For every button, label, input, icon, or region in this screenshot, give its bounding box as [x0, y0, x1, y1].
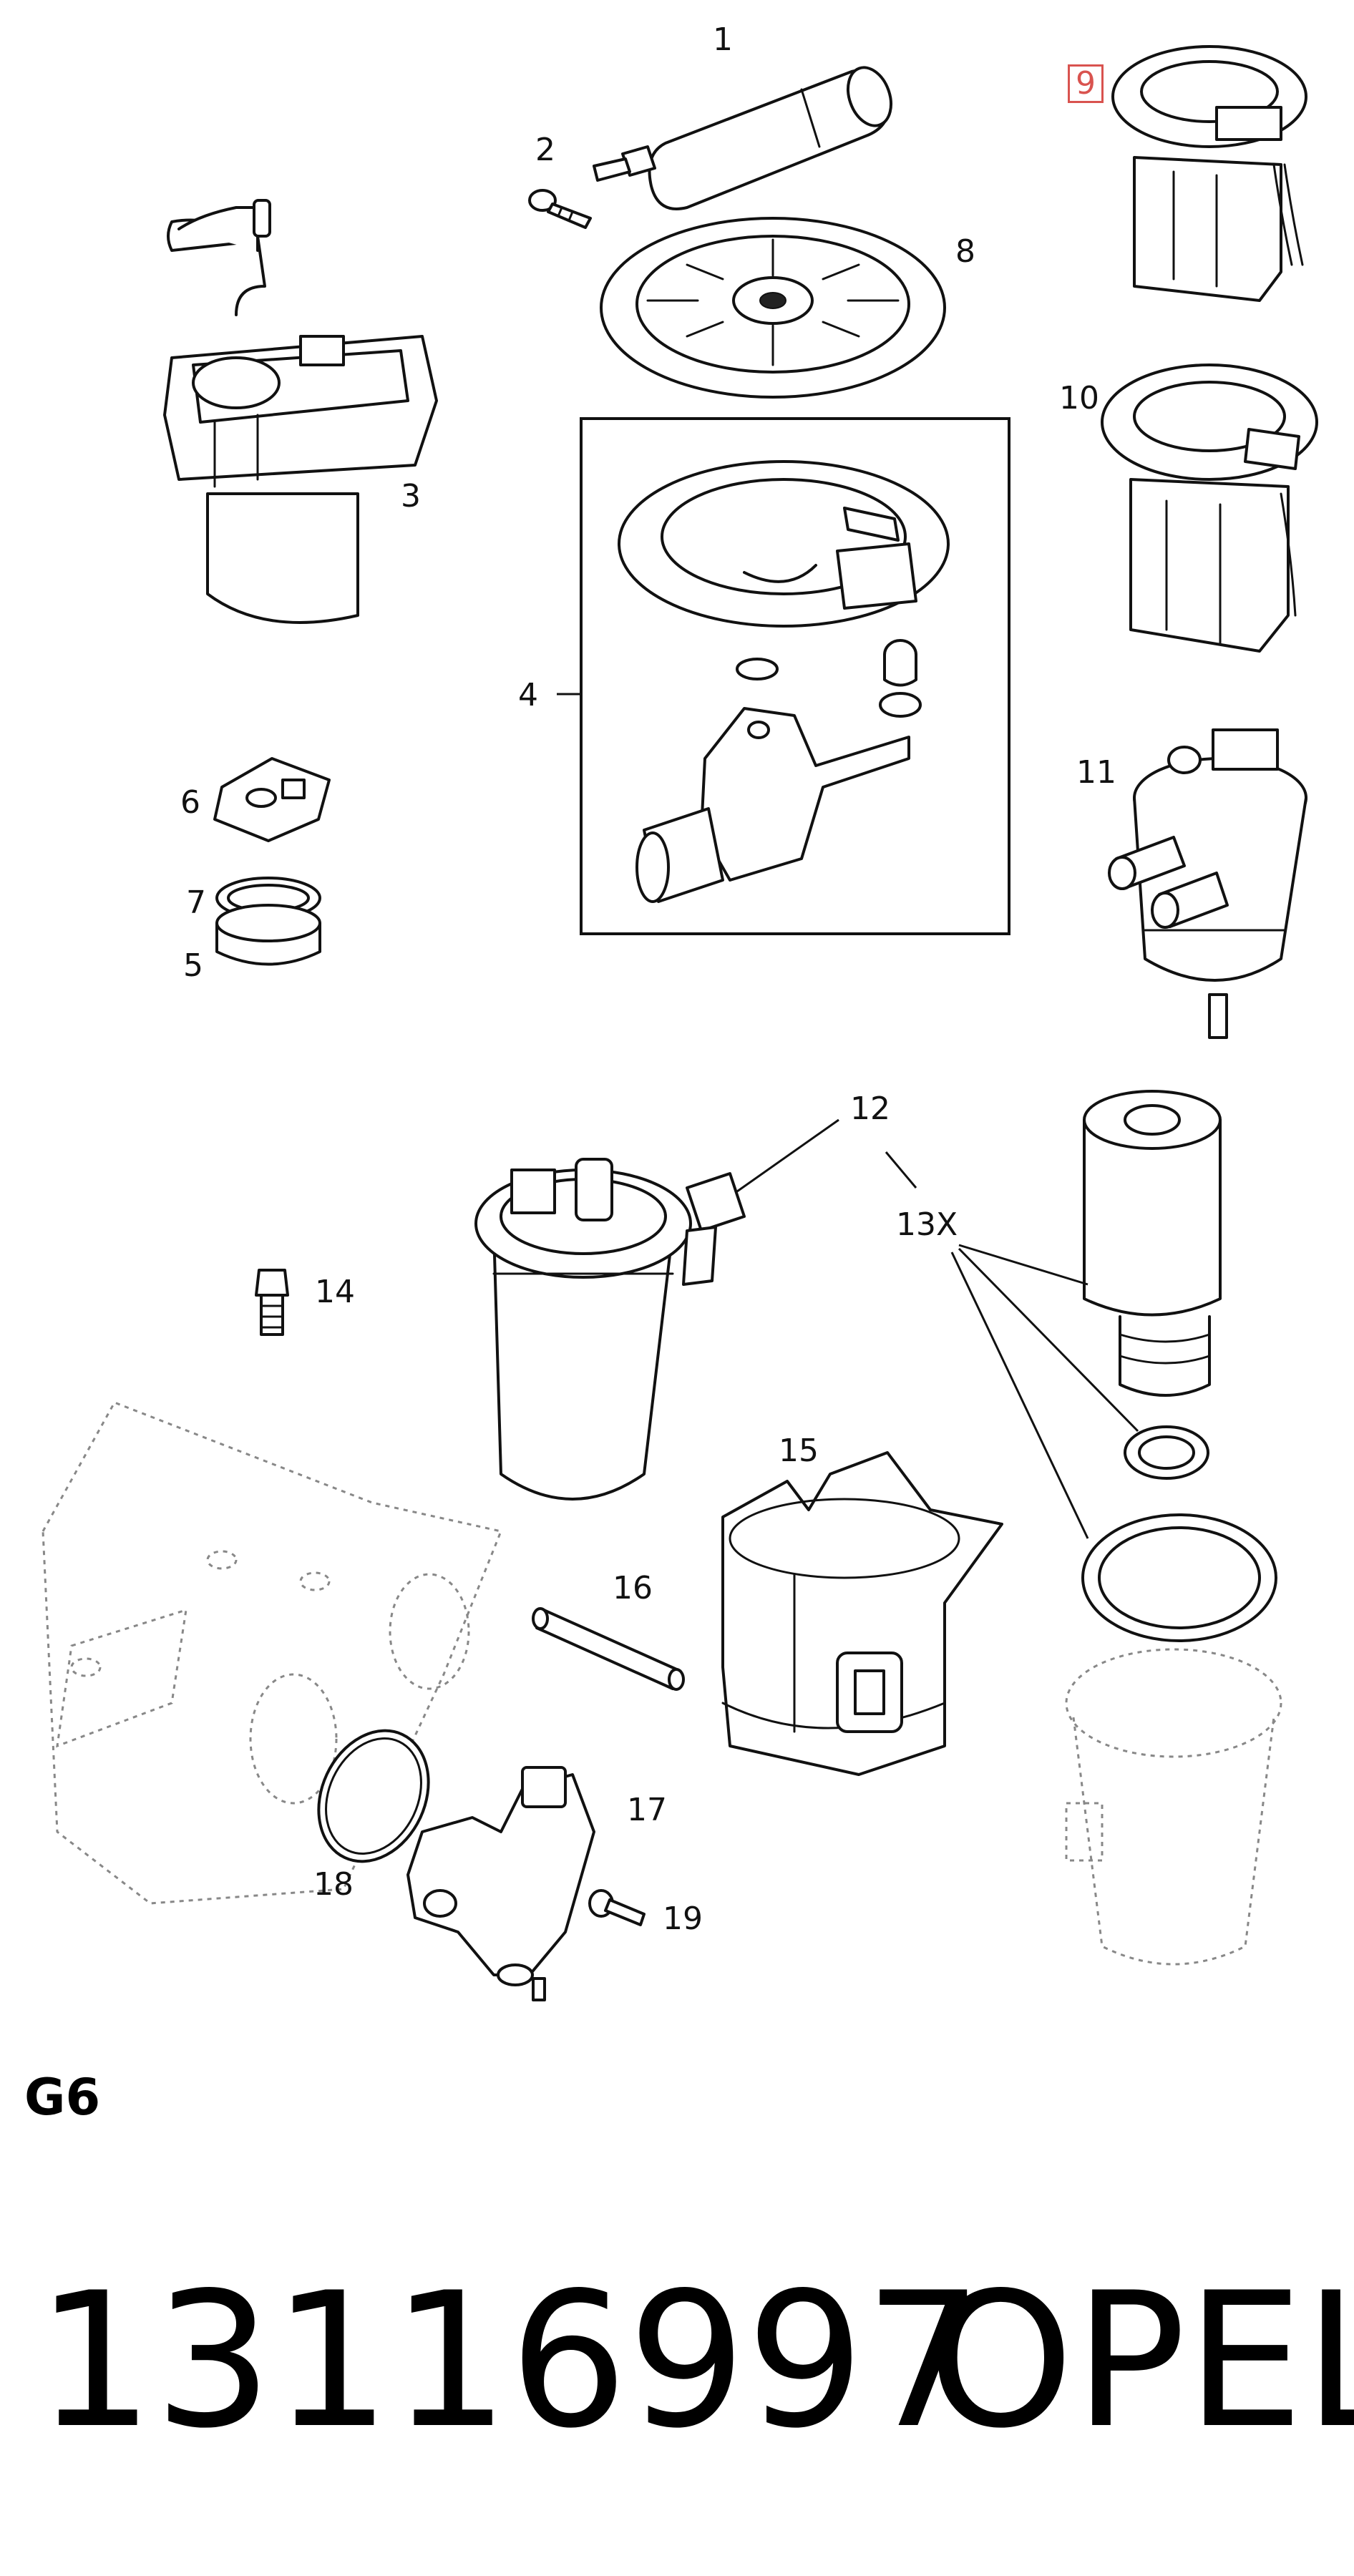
part-number: 13116997 — [36, 2253, 983, 2469]
callout-1: 1 — [713, 21, 733, 58]
callout-3: 3 — [401, 478, 421, 514]
part-10-pump-module — [1101, 364, 1318, 653]
callout-2: 2 — [535, 132, 555, 168]
part-8-cover-plate — [600, 217, 946, 399]
part-17-adapter — [406, 1766, 595, 2001]
callout-11: 11 — [1076, 754, 1116, 791]
part-18-oring — [317, 1729, 430, 1863]
part-6-cap — [213, 757, 331, 842]
callout-4: 4 — [518, 677, 538, 713]
callout-6: 6 — [180, 784, 200, 821]
part-3-filter-housing — [163, 199, 438, 624]
part-1-inline-filter — [593, 66, 892, 210]
part-15-bracket — [721, 1451, 1003, 1776]
callout-leader-lines — [557, 693, 1139, 1539]
callout-9-highlighted: 9 — [1068, 64, 1104, 103]
callout-14: 14 — [315, 1274, 355, 1310]
part-16-pin — [532, 1607, 685, 1691]
callout-7: 7 — [186, 884, 206, 921]
callout-5: 5 — [183, 947, 203, 984]
part-11-filter-unit — [1108, 728, 1307, 1039]
exploded-parts-diagram: .ln { fill: #ffffff; stroke: #111; strok… — [42, 45, 1318, 2001]
part-2-screw — [528, 189, 592, 229]
callout-15: 15 — [779, 1433, 819, 1469]
brand-name: OPEL — [927, 2253, 1354, 2469]
part-19-bolt — [588, 1889, 646, 1926]
part-12-filter-assembly — [474, 1158, 746, 1501]
part-4-pump-assembly — [580, 417, 1010, 935]
callout-19: 19 — [663, 1901, 703, 1937]
ghost-engine-block — [42, 1401, 503, 1905]
ghost-filter-bowl — [1065, 1648, 1282, 1966]
part-13x-filter-cartridge — [1081, 1090, 1277, 1642]
part-14-bolt — [255, 1269, 289, 1336]
callout-10: 10 — [1059, 380, 1099, 416]
part-7-5-seal-rings — [215, 877, 321, 966]
callout-17: 17 — [627, 1792, 667, 1828]
callout-18: 18 — [313, 1866, 354, 1903]
section-code: G6 — [24, 2068, 101, 2127]
callout-8: 8 — [955, 233, 975, 270]
callout-16: 16 — [613, 1570, 653, 1606]
callout-12: 12 — [850, 1091, 890, 1127]
callout-13x: 13X — [896, 1206, 958, 1243]
part-9-pump-module — [1111, 45, 1307, 302]
